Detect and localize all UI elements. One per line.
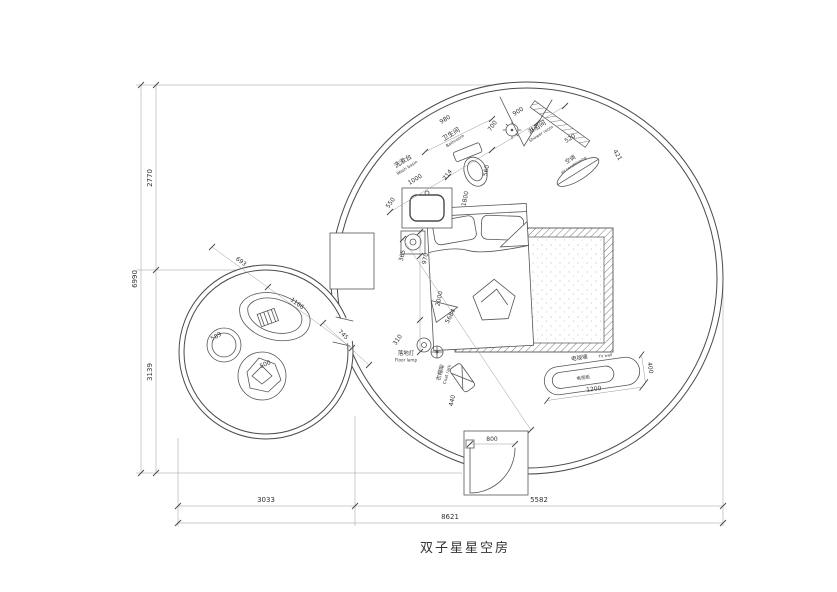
dim-rack-440: 440 — [448, 394, 457, 407]
dim-bath-1800: 1800 — [461, 190, 471, 207]
blanket-fold — [499, 220, 529, 248]
dim-bottom-5582: 5582 — [530, 496, 548, 504]
blanket-corner — [430, 300, 459, 324]
room-labels: 洗漱台 Wash basin 卫生间 Bathroom 淋浴间 Shower r… — [392, 118, 554, 385]
door-swing-arc — [469, 447, 516, 494]
ac-unit: 空调 air conditioning — [556, 153, 600, 187]
spa-pool — [239, 292, 311, 342]
interior-dim-lines — [208, 102, 569, 434]
tv-cabinet-label: 电视柜 — [576, 373, 591, 382]
dim-seat-500: 500 — [259, 359, 273, 370]
shower-head-icon — [502, 120, 522, 140]
round-seat — [237, 351, 287, 401]
dim-left-6990: 6990 — [131, 270, 139, 288]
coat-rack-label-en: Coat rack — [442, 363, 452, 384]
extension-lines — [136, 84, 724, 526]
entry-door: 800 — [463, 430, 529, 496]
dim-bed-365: 365 — [398, 249, 407, 262]
wash-basin — [401, 187, 453, 229]
dimension-chain-left: 2770 3139 6990 — [131, 81, 160, 477]
tv-wall: 电视柜 电视墙 TV wall 1200 400 — [543, 351, 655, 405]
tv-wall-label-en: TV wall — [597, 352, 612, 359]
dim-left-3139: 3139 — [146, 363, 154, 381]
shower-stall — [499, 96, 591, 148]
dim-tv-400: 400 — [646, 362, 655, 374]
floor-lamp-label-en: Floor lamp — [395, 358, 418, 363]
side-table — [206, 327, 242, 363]
dim-bed-970: 970 — [421, 252, 430, 265]
dimension-chain-bottom: 3033 5582 8621 — [174, 496, 727, 527]
tv-wall-label-zh: 电视墙 — [571, 352, 589, 362]
toilet — [452, 142, 488, 187]
dim-bottom-8621: 8621 — [441, 513, 459, 521]
dim-bath-560: 560 — [482, 164, 491, 177]
dim-door-800: 800 — [486, 436, 498, 443]
duvet-crumple — [472, 278, 516, 321]
floor-lamp-label-zh: 落地灯 — [398, 349, 415, 357]
bedside-stool — [416, 337, 432, 353]
dim-bed-2000: 2000 — [435, 290, 445, 307]
dim-pool-693: 693 — [234, 256, 248, 269]
drawing-title: 双子星星空房 — [420, 540, 510, 556]
dim-bottom-3033: 3033 — [257, 496, 275, 504]
dim-table-589: 589 — [210, 331, 224, 343]
shower-wall-hatch — [529, 100, 591, 148]
dim-left-2770: 2770 — [146, 169, 154, 187]
floor-lamp — [430, 345, 444, 359]
wall-niche — [329, 232, 375, 290]
coat-rack — [449, 363, 475, 393]
dim-tv-1200: 1200 — [586, 385, 602, 394]
pool-steps — [256, 307, 280, 328]
